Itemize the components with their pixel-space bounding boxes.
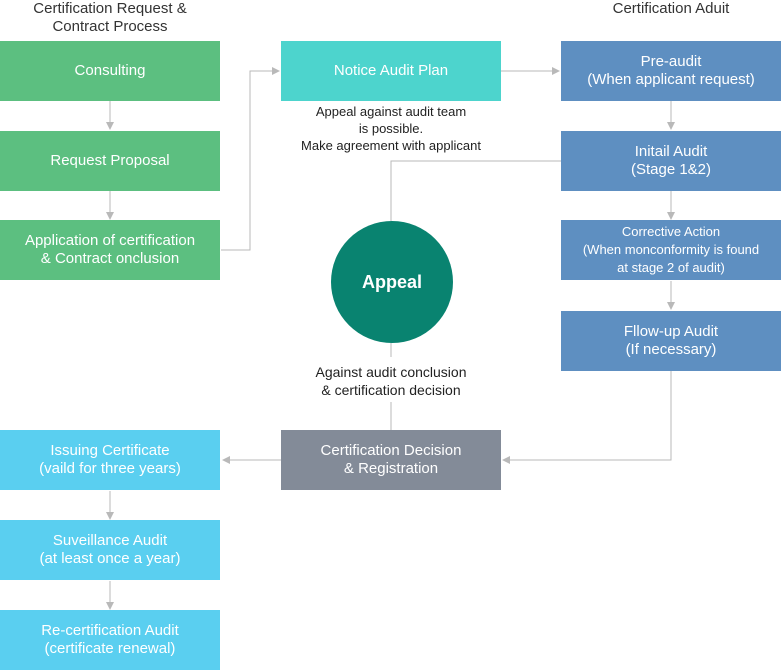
note-appeal-team-line-1: Appeal against audit team <box>315 104 467 119</box>
appeal-label: Appeal <box>361 271 422 292</box>
box-corrective-action: Corrective Action (When monconformity is… <box>561 220 781 280</box>
box-recertification-audit-line-2: (certificate renewal) <box>44 640 176 657</box>
box-issuing-certificate: Issuing Certificate (vaild for three yea… <box>0 430 220 490</box>
box-certification-decision-line-2: & Registration <box>343 460 439 477</box>
box-application-line-1: Application of certification <box>24 232 196 249</box>
box-recertification-audit-line-1: Re-certification Audit <box>41 622 179 639</box>
box-surveillance-audit-line-1: Suveillance Audit <box>52 532 168 549</box>
box-recertification-audit: Re-certification Audit (certificate rene… <box>0 610 220 670</box>
box-initial-audit: Initail Audit (Stage 1&2) <box>561 131 781 191</box>
box-issuing-certificate-line-2: (vaild for three years) <box>39 460 181 477</box>
line-initial-to-appeal <box>390 160 561 221</box>
note-appeal-conclusion-line-1: Against audit conclusion <box>315 364 467 380</box>
box-application-line-2: & Contract onclusion <box>40 250 180 267</box>
box-notice-audit-plan: Notice Audit Plan <box>281 41 501 101</box>
box-surveillance-audit: Suveillance Audit (at least once a year) <box>0 520 220 580</box>
box-certification-decision: Certification Decision & Registration <box>281 430 501 490</box>
box-corrective-action-line-2: (When monconformity is found <box>582 242 760 257</box>
appeal-circle: Appeal <box>331 221 453 343</box>
heading-left-line-2: Contract Process <box>52 18 168 35</box>
heading-left-line-1: Certification Request & <box>33 0 187 17</box>
box-follow-up-audit-line-2: (If necessary) <box>625 341 717 358</box>
box-application: Application of certification & Contract … <box>0 220 220 280</box>
heading-request-contract: Certification Request & Contract Process <box>0 0 220 36</box>
box-request-proposal-label: Request Proposal <box>50 152 170 169</box>
box-pre-audit-line-1: Pre-audit <box>640 53 702 70</box>
box-notice-audit-plan-label: Notice Audit Plan <box>333 62 449 79</box>
note-appeal-team-line-3: Make agreement with applicant <box>301 138 481 153</box>
box-surveillance-audit-line-2: (at least once a year) <box>39 550 181 567</box>
arrow-application-to-notice <box>221 67 280 251</box>
box-initial-audit-line-1: Initail Audit <box>634 143 708 160</box>
box-issuing-certificate-line-1: Issuing Certificate <box>50 442 170 459</box>
note-appeal-team-line-2: is possible. <box>358 121 424 136</box>
box-pre-audit-line-2: (When applicant request) <box>587 71 755 88</box>
box-corrective-action-line-1: Corrective Action <box>621 224 721 239</box>
box-consulting-label: Consulting <box>74 62 146 79</box>
arrow-followup-to-decision <box>502 371 672 464</box>
box-follow-up-audit: Fllow-up Audit (If necessary) <box>561 311 781 371</box>
box-initial-audit-line-2: (Stage 1&2) <box>630 161 712 178</box>
note-appeal-conclusion: Against audit conclusion & certification… <box>270 363 512 399</box>
box-pre-audit: Pre-audit (When applicant request) <box>561 41 781 101</box>
box-certification-decision-line-1: Certification Decision <box>320 442 462 459</box>
box-follow-up-audit-line-1: Fllow-up Audit <box>623 323 719 340</box>
box-request-proposal: Request Proposal <box>0 131 220 191</box>
heading-certification-audit: Certification Aduit <box>561 0 781 18</box>
heading-right-text: Certification Aduit <box>612 0 730 17</box>
note-appeal-team: Appeal against audit team is possible. M… <box>270 103 512 154</box>
box-corrective-action-line-3: at stage 2 of audit) <box>617 260 725 275</box>
box-consulting: Consulting <box>0 41 220 101</box>
note-appeal-conclusion-line-2: & certification decision <box>321 382 461 398</box>
